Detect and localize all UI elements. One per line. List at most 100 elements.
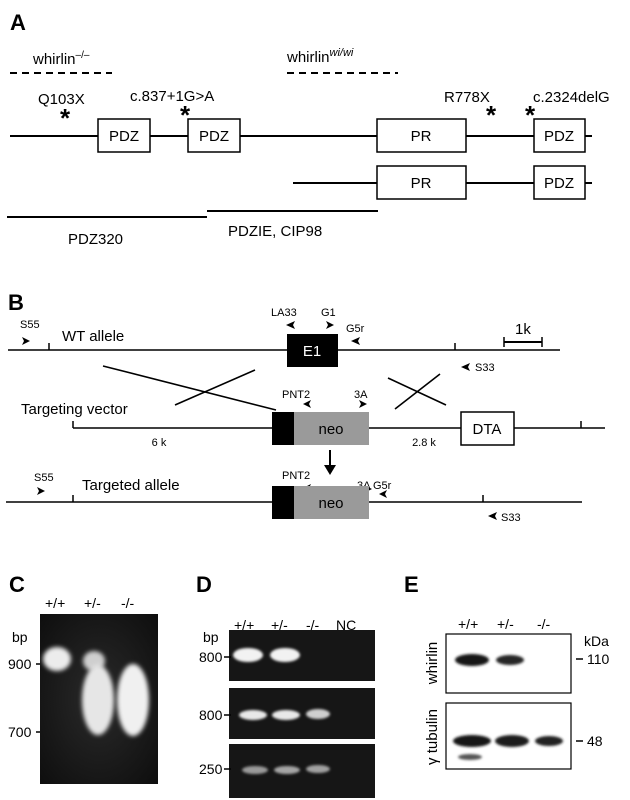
gel-c-marker-900: 900 bbox=[8, 656, 32, 672]
gel-d-band bbox=[272, 710, 300, 720]
la33-arrowhead-icon bbox=[286, 321, 295, 329]
whirlin-band bbox=[455, 654, 489, 666]
gel-c-lane-label: +/+ bbox=[45, 595, 65, 611]
short-pr-label: PR bbox=[411, 175, 432, 192]
gel-d-unit: bp bbox=[203, 629, 219, 645]
g5r-primer-label: G5r bbox=[346, 323, 365, 335]
panel-d-letter: D bbox=[196, 572, 212, 597]
mutation-c837: c.837+1G>A bbox=[130, 88, 214, 105]
pdz3-domain-box bbox=[533, 118, 586, 153]
dta-cassette-box bbox=[460, 411, 515, 446]
pdz2-label: PDZ bbox=[199, 128, 229, 145]
g1-primer-label: G1 bbox=[321, 307, 336, 319]
targeted-exon-fragment bbox=[272, 486, 294, 519]
gel-d-band bbox=[242, 766, 268, 774]
targeted-neo-cassette bbox=[294, 486, 369, 519]
e1-exon-box bbox=[287, 334, 338, 367]
short-pdz-label: PDZ bbox=[544, 175, 574, 192]
targeted-pnt2-label: PNT2 bbox=[282, 470, 310, 482]
gel-d-lane-label: NC bbox=[336, 617, 356, 633]
pnt2-primer-label: PNT2 bbox=[282, 389, 310, 401]
arm-2-8k-label: 2.8 k bbox=[412, 437, 436, 449]
pdzie-label: PDZIE, CIP98 bbox=[228, 223, 322, 240]
targeted-allele-label: Targeted allele bbox=[82, 477, 180, 494]
wi-allele-base: whirlin bbox=[286, 49, 330, 66]
gel-d-lane-label: +/- bbox=[271, 617, 288, 633]
crossover-line bbox=[394, 373, 441, 410]
panel-e-letter: E bbox=[404, 572, 419, 597]
asterisk-marker: * bbox=[60, 103, 71, 133]
gel-d-band bbox=[306, 709, 330, 719]
targeted-g5r-arrowhead-icon bbox=[379, 490, 387, 498]
gel-d-lane-label: -/- bbox=[306, 617, 320, 633]
blot-marker-110: 110 bbox=[587, 651, 610, 667]
tubulin-band bbox=[495, 735, 529, 747]
gel-d-band bbox=[270, 648, 300, 662]
knockout-allele-label: whirlin–/– bbox=[32, 50, 90, 68]
vector-exon-fragment bbox=[272, 412, 294, 445]
asterisk-marker: * bbox=[486, 100, 497, 130]
dta-label: DTA bbox=[473, 421, 502, 438]
short-pdz-domain-box bbox=[533, 165, 586, 200]
asterisk-marker: * bbox=[180, 100, 191, 130]
gel-d-marker-800: 800 bbox=[199, 649, 223, 665]
blot-lane-label: +/- bbox=[497, 616, 514, 632]
recombination-arrowhead-icon bbox=[324, 465, 336, 475]
targeted-neo-label: neo bbox=[318, 495, 343, 512]
pr-label: PR bbox=[411, 128, 432, 145]
targeted-s33-arrowhead-icon bbox=[488, 512, 497, 520]
mutation-r778x: R778X bbox=[444, 89, 490, 106]
panel-c: C +/+ +/- -/- bp 900 700 bbox=[8, 572, 158, 784]
pr-domain-box bbox=[376, 118, 467, 153]
pdz1-domain-box bbox=[97, 118, 151, 153]
crossover-line bbox=[102, 365, 277, 411]
panel-a-letter: A bbox=[10, 10, 26, 35]
tubulin-minor-band bbox=[458, 754, 482, 760]
pdz1-label: PDZ bbox=[109, 128, 139, 145]
asterisk-marker: * bbox=[525, 100, 536, 130]
3a-arrowhead-icon bbox=[359, 400, 367, 408]
pdz320-label: PDZ320 bbox=[68, 231, 123, 248]
panel-e: E +/+ +/- -/- kDa whirlin 110 γ tubulin … bbox=[404, 572, 610, 770]
tubulin-band bbox=[535, 736, 563, 746]
gel-c-band bbox=[82, 665, 114, 735]
wi-allele-sup: wi/wi bbox=[330, 47, 354, 59]
mutation-c2324: c.2324delG bbox=[533, 89, 610, 106]
la33-primer-label: LA33 bbox=[271, 307, 297, 319]
wi-allele-label: whirlinwi/wi bbox=[286, 47, 354, 66]
tubulin-band bbox=[453, 735, 491, 747]
panel-a: A whirlin–/– whirlinwi/wi Q103X c.837+1G… bbox=[7, 10, 610, 248]
gel-d-marker-800b: 800 bbox=[199, 707, 223, 723]
gel-d-marker-250: 250 bbox=[199, 761, 223, 777]
pdz2-domain-box bbox=[187, 118, 241, 153]
arm-6k-label: 6 k bbox=[152, 437, 167, 449]
e1-label: E1 bbox=[303, 343, 321, 360]
panel-b-letter: B bbox=[8, 290, 24, 315]
g1-arrowhead-icon bbox=[326, 321, 334, 329]
gel-c-lane-label: +/- bbox=[84, 595, 101, 611]
targeted-s33-label: S33 bbox=[501, 512, 521, 524]
gel-d-band bbox=[233, 648, 263, 662]
targeted-g5r-label: G5r bbox=[373, 480, 392, 492]
gel-c-lane-label: -/- bbox=[121, 595, 135, 611]
crossover-line bbox=[174, 369, 256, 406]
gel-d-band bbox=[239, 710, 267, 720]
s55-primer-label: S55 bbox=[20, 319, 40, 331]
targeted-s55-primer-label: S55 bbox=[34, 472, 54, 484]
whirlin-blot-label: whirlin bbox=[424, 642, 441, 686]
gel-d-lane-label: +/+ bbox=[234, 617, 254, 633]
scale-bar-label: 1k bbox=[515, 321, 531, 338]
gel-c-marker-700: 700 bbox=[8, 724, 32, 740]
pnt2-arrowhead-icon bbox=[303, 400, 311, 408]
targeting-vector-label: Targeting vector bbox=[21, 401, 128, 418]
vector-neo-label: neo bbox=[318, 421, 343, 438]
knockout-allele-base: whirlin bbox=[32, 51, 76, 68]
tubulin-blot-label: γ tubulin bbox=[424, 709, 441, 765]
knockout-allele-sup: –/– bbox=[76, 50, 90, 61]
3a-primer-label: 3A bbox=[354, 389, 368, 401]
panel-d: D +/+ +/- -/- NC bp 800 800 250 bbox=[196, 572, 375, 798]
blot-marker-48: 48 bbox=[587, 733, 603, 749]
s33-primer-label: S33 bbox=[475, 362, 495, 374]
panel-b: B S55 WT allele E1 LA33 G1 G5r S33 1k Ta… bbox=[6, 290, 605, 524]
